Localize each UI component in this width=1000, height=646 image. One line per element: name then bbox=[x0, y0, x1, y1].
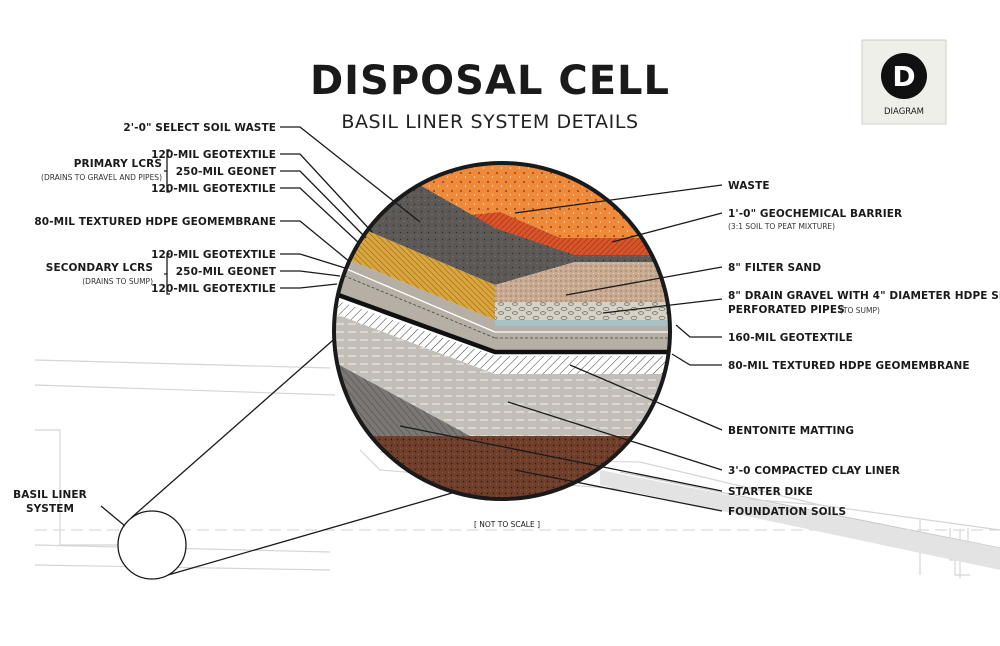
label-primary-geotextile-1: 120-MIL GEOTEXTILE bbox=[151, 149, 276, 161]
page-subtitle: BASIL LINER SYSTEM DETAILS bbox=[341, 111, 638, 133]
secondary-bracket bbox=[164, 253, 170, 295]
zoom-callout bbox=[100, 333, 453, 580]
label-clay-liner: 3'-0 COMPACTED CLAY LINER bbox=[728, 465, 900, 477]
label-hdpe-left: 80-MIL TEXTURED HDPE GEOMEMBRANE bbox=[34, 216, 276, 228]
label-waste: WASTE bbox=[728, 180, 770, 192]
label-drain-gravel-sub: (TO SUMP) bbox=[840, 306, 880, 315]
label-secondary-lcrs-sub: (DRAINS TO SUMP) bbox=[82, 277, 153, 286]
label-geotextile-right: 160-MIL GEOTEXTILE bbox=[728, 332, 853, 344]
label-foundation-soils: FOUNDATION SOILS bbox=[728, 506, 846, 518]
left-leaders bbox=[280, 126, 421, 289]
left-labels: 2'-0" SELECT SOIL WASTE PRIMARY LCRS (DR… bbox=[13, 122, 277, 515]
label-drain-gravel-2: PERFORATED PIPES bbox=[728, 304, 845, 316]
label-primary-geonet: 250-MIL GEONET bbox=[176, 166, 277, 178]
label-geochemical-barrier-sub: (3:1 SOIL TO PEAT MIXTURE) bbox=[728, 222, 835, 231]
not-to-scale-note: [ NOT TO SCALE ] bbox=[474, 520, 540, 529]
badge-caption: DIAGRAM bbox=[884, 107, 924, 117]
background-gray-band bbox=[600, 470, 1000, 570]
label-filter-sand: 8" FILTER SAND bbox=[728, 262, 821, 274]
label-secondary-geonet: 250-MIL GEONET bbox=[176, 266, 277, 278]
label-primary-geotextile-2: 120-MIL GEOTEXTILE bbox=[151, 183, 276, 195]
label-select-soil: 2'-0" SELECT SOIL WASTE bbox=[123, 122, 276, 134]
label-hdpe-right: 80-MIL TEXTURED HDPE GEOMEMBRANE bbox=[728, 360, 970, 372]
label-primary-lcrs-sub: (DRAINS TO GRAVEL AND PIPES) bbox=[41, 173, 162, 182]
badge-letter: D bbox=[892, 60, 915, 93]
label-secondary-geotextile-1: 120-MIL GEOTEXTILE bbox=[151, 249, 276, 261]
label-primary-lcrs: PRIMARY LCRS bbox=[74, 158, 162, 170]
label-drain-gravel-1: 8" DRAIN GRAVEL WITH 4" DIAMETER HDPE SM… bbox=[728, 290, 1000, 302]
label-starter-dike: STARTER DIKE bbox=[728, 486, 813, 498]
right-labels: WASTE 1'-0" GEOCHEMICAL BARRIER (3:1 SOI… bbox=[728, 180, 1000, 518]
primary-bracket bbox=[164, 149, 170, 193]
label-bentonite: BENTONITE MATTING bbox=[728, 425, 854, 437]
label-secondary-geotextile-2: 120-MIL GEOTEXTILE bbox=[151, 283, 276, 295]
detail-circle-outline bbox=[332, 161, 672, 501]
right-leaders bbox=[399, 184, 723, 512]
page-title: DISPOSAL CELL bbox=[310, 58, 670, 104]
label-geochemical-barrier: 1'-0" GEOCHEMICAL BARRIER bbox=[728, 208, 902, 220]
label-secondary-lcrs: SECONDARY LCRS bbox=[46, 262, 153, 274]
diagram-badge: D DIAGRAM bbox=[861, 39, 947, 125]
callout-line-1: BASIL LINER bbox=[13, 489, 87, 501]
callout-line-2: SYSTEM bbox=[26, 503, 74, 515]
